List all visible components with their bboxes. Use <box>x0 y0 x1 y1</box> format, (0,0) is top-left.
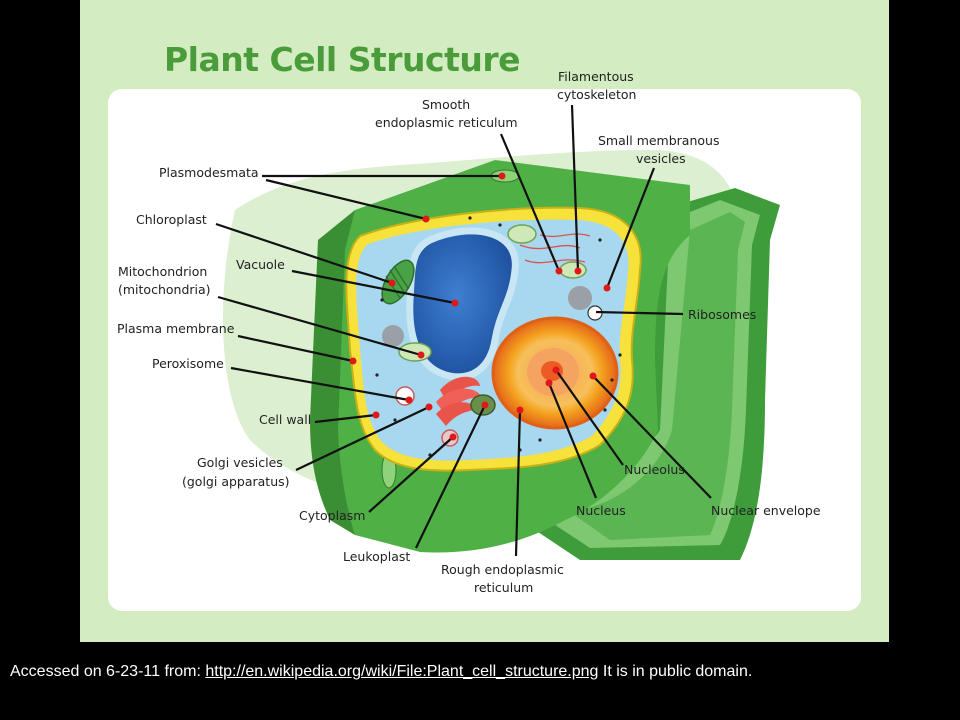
label-rough-er: Rough endoplasmic <box>441 562 564 577</box>
mitochondrion <box>398 224 587 362</box>
golgi-apparatus <box>436 376 482 426</box>
label-filamentous: Filamentous <box>558 69 634 84</box>
label-markers <box>349 172 611 441</box>
label-plasmodesmata: Plasmodesmata <box>159 165 259 180</box>
label-rough-er-2: reticulum <box>474 580 533 595</box>
label-cytoskeleton: cytoskeleton <box>557 87 636 102</box>
label-smooth-er-2: endoplasmic reticulum <box>375 115 518 130</box>
page-title: Plant Cell Structure <box>164 40 521 79</box>
label-mitochondrion: Mitochondrion <box>118 264 207 279</box>
label-peroxisome: Peroxisome <box>152 356 224 371</box>
chloroplast <box>381 259 415 305</box>
label-mitochondrion-plural: (mitochondria) <box>118 282 211 297</box>
label-leukoplast: Leukoplast <box>343 549 410 564</box>
label-golgi-vesicles: Golgi vesicles <box>197 455 283 470</box>
label-small-vesicles-2: vesicles <box>636 151 686 166</box>
label-chloroplast: Chloroplast <box>136 212 207 227</box>
label-smooth-er: Smooth <box>422 97 470 112</box>
label-small-vesicles: Small membranous <box>598 133 719 148</box>
label-cell-wall: Cell wall <box>259 412 311 427</box>
citation-prefix: Accessed on 6-23-11 from: <box>10 663 206 680</box>
label-cytoplasm: Cytoplasm <box>299 508 365 523</box>
label-nucleus: Nucleus <box>576 503 626 518</box>
label-ribosomes: Ribosomes <box>688 307 756 322</box>
label-plasma-membrane: Plasma membrane <box>117 321 235 336</box>
source-citation: Accessed on 6-23-11 from: http://en.wiki… <box>10 663 752 681</box>
label-golgi-apparatus: (golgi apparatus) <box>182 474 290 489</box>
label-nucleolus: Nucleolus <box>624 462 685 477</box>
label-nuclear-envelope: Nuclear envelope <box>711 503 821 518</box>
citation-suffix: It is in public domain. <box>598 663 753 680</box>
source-link[interactable]: http://en.wikipedia.org/wiki/File:Plant_… <box>205 663 599 680</box>
vacuole <box>406 227 519 381</box>
leader-lines <box>215 104 712 557</box>
label-vacuole: Vacuole <box>236 257 285 272</box>
